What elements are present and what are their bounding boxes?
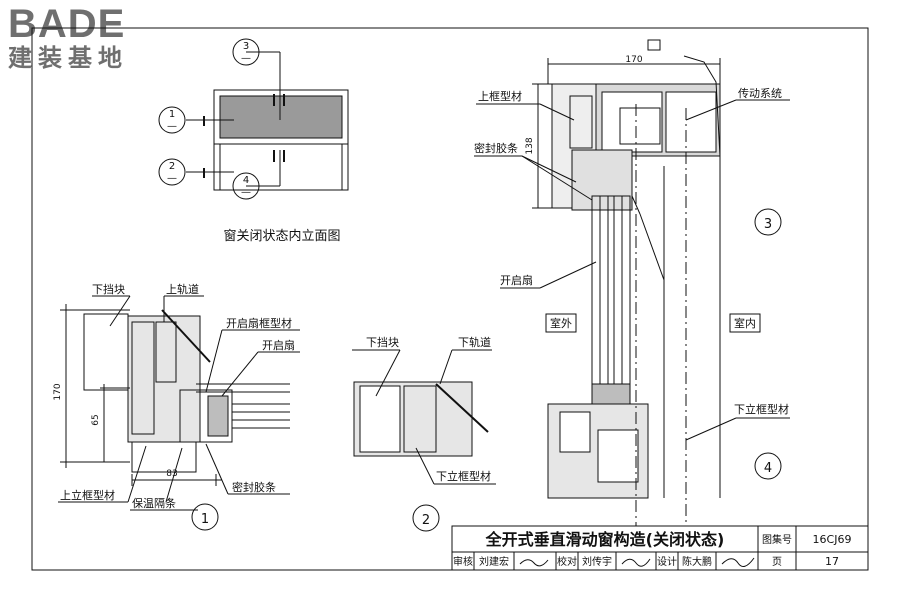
d1-sash-label: 开启扇 <box>262 338 295 352</box>
review-label: 审核 <box>453 555 473 568</box>
page-label: 页 <box>772 556 782 568</box>
section-drive-system-label: 传动系统 <box>738 87 782 100</box>
d2-lower-track-label: 下轨道 <box>458 335 491 349</box>
section-marker-3-num: 3 <box>764 217 772 232</box>
callout-1-num: 1 <box>169 109 175 120</box>
indoor-tag <box>729 313 761 333</box>
check-label: 校对 <box>557 555 577 568</box>
title-block <box>451 525 869 571</box>
callout-1: 1 — <box>158 106 186 134</box>
designer-name: 陈大鹏 <box>682 555 712 568</box>
section-marker-4-num: 4 <box>764 461 772 476</box>
elevation-drawing <box>186 51 349 191</box>
atlas-number: 16CJ69 <box>813 533 852 546</box>
d2-lower-stop-label: 下挡块 <box>366 335 399 349</box>
d1-dim-83: 83 <box>166 469 177 479</box>
callout-3-num: 3 <box>243 41 249 52</box>
d1-dim-170: 170 <box>53 383 63 400</box>
d1-seal-strip-label: 密封胶条 <box>232 480 276 494</box>
sheet-border <box>31 27 869 571</box>
detail-1-marker: 1 <box>191 503 219 531</box>
checker-signature <box>621 558 651 567</box>
section-dim-170: 170 <box>625 55 642 65</box>
section-marker-3: 3 <box>754 208 782 236</box>
section-sash-label: 开启扇 <box>500 273 533 287</box>
reviewer-name: 刘建宏 <box>479 555 509 568</box>
section-marker-4: 4 <box>754 452 782 480</box>
drawing-title: 全开式垂直滑动窗构造(关闭状态) <box>485 530 725 549</box>
section-lower-vertical-frame-label: 下立框型材 <box>734 402 789 416</box>
callout-2: 2 — <box>158 158 186 186</box>
d1-upper-vertical-frame-label: 上立框型材 <box>60 488 115 502</box>
d1-thermal-strip-label: 保温隔条 <box>132 496 176 510</box>
checker-name: 刘传宇 <box>582 555 612 568</box>
callout-2-num: 2 <box>169 161 175 172</box>
designer-signature <box>721 557 755 568</box>
elevation-caption: 窗关闭状态内立面图 <box>223 228 340 244</box>
callout-3-sub: — <box>241 53 251 64</box>
reviewer-signature <box>519 559 549 567</box>
callout-4: 4 — <box>232 172 260 200</box>
detail-2-drawing <box>352 349 496 485</box>
brand-name: BADE <box>8 2 126 46</box>
callout-3: 3 — <box>232 38 260 66</box>
section-indoor-label: 室内 <box>734 316 756 330</box>
detail-1-drawing <box>58 295 300 511</box>
callout-2-sub: — <box>167 173 177 184</box>
callout-1-sub: — <box>167 121 177 132</box>
callout-4-num: 4 <box>243 175 249 186</box>
d1-lower-stop-label: 下挡块 <box>92 282 125 296</box>
brand-subtitle: 建装基地 <box>8 44 128 72</box>
detail-1-number: 1 <box>201 512 209 527</box>
d1-sash-frame-label: 开启扇框型材 <box>226 316 292 330</box>
section-top-frame-label: 上框型材 <box>478 89 522 103</box>
brand-logo: BADE 建装基地 <box>8 4 168 76</box>
section-dim-138: 138 <box>525 137 535 154</box>
section-seal-strip-label: 密封胶条 <box>474 141 518 155</box>
callout-4-sub: — <box>241 187 251 198</box>
detail-2-marker: 2 <box>412 504 440 532</box>
d1-dim-65: 65 <box>91 414 101 425</box>
d2-lower-vertical-frame-label: 下立框型材 <box>436 469 491 483</box>
section-outdoor-label: 室外 <box>550 316 572 330</box>
detail-2-number: 2 <box>422 513 430 528</box>
atlas-label: 图集号 <box>762 533 792 546</box>
page-number: 17 <box>825 555 839 568</box>
d1-upper-track-label: 上轨道 <box>166 282 199 296</box>
outdoor-tag <box>545 313 577 333</box>
design-label: 设计 <box>657 555 677 568</box>
section-drawing <box>474 39 790 540</box>
